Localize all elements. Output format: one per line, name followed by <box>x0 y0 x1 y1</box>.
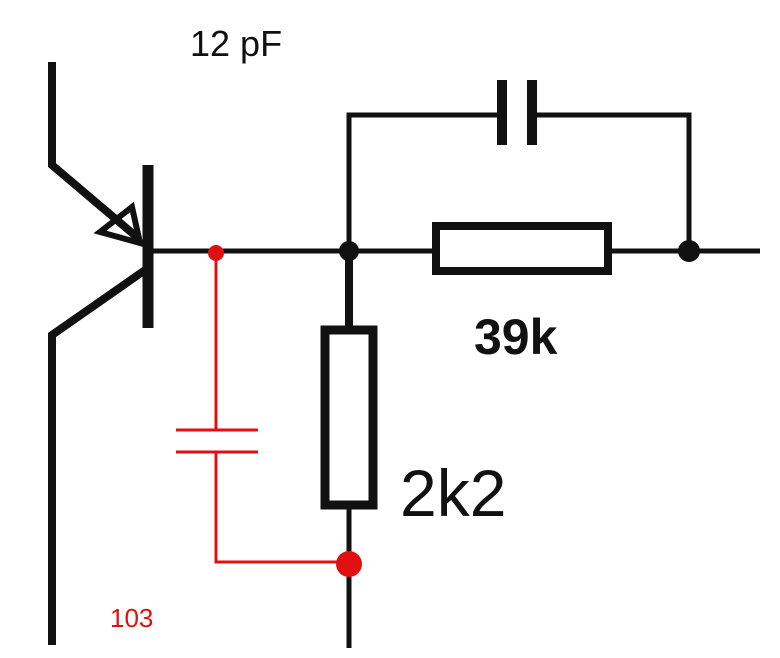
label-res-2k2: 2k2 <box>400 456 506 530</box>
transistor-emitter-lead <box>48 62 141 242</box>
resistor-39k <box>432 222 612 275</box>
capacitor-12pf <box>346 80 692 251</box>
junction-dot-red <box>208 245 224 261</box>
label-cap-12pf: 12 pF <box>190 23 282 64</box>
resistor-2k2 <box>320 325 378 510</box>
label-res-39k: 39k <box>474 309 558 365</box>
junction-dot <box>339 241 359 261</box>
transistor-emitter-arrow <box>93 201 145 248</box>
capacitor-103 <box>176 255 349 564</box>
transistor <box>48 62 154 645</box>
junction-dot <box>678 240 700 262</box>
junction-dot-red <box>336 551 362 577</box>
transistor-collector-lead <box>48 264 151 645</box>
resistor-2k2-branch <box>320 251 378 648</box>
label-cap-103: 103 <box>110 603 153 633</box>
